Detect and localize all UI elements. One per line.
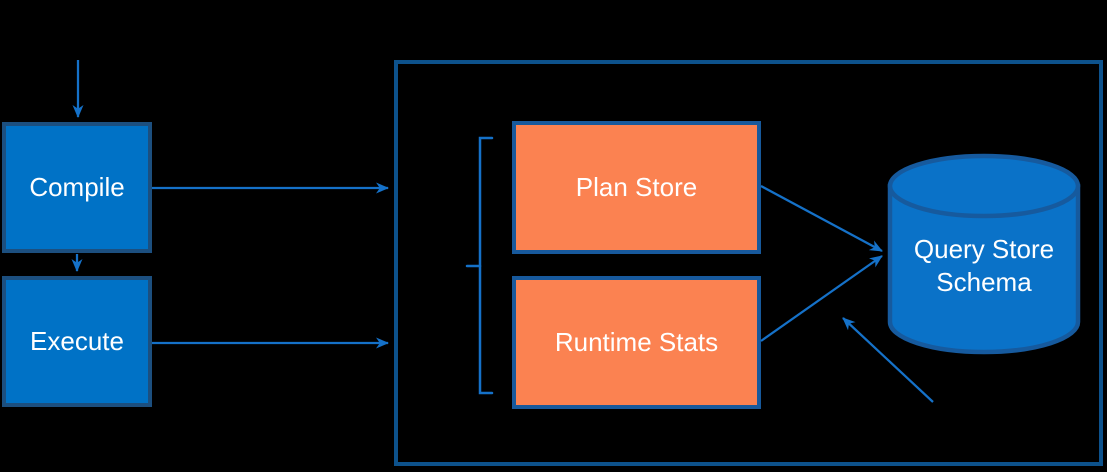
query-store-container-box [394, 60, 1103, 466]
compile-label: Compile [29, 172, 125, 202]
compile-node: Compile [2, 122, 152, 253]
query-store-schema-label: Query Store Schema [913, 234, 1055, 297]
execute-node: Execute [2, 276, 152, 407]
runtime-stats-label: Runtime Stats [554, 327, 719, 357]
plan-store-label: Plan Store [575, 172, 698, 202]
plan-store-node: Plan Store [512, 121, 761, 254]
runtime-stats-node: Runtime Stats [512, 276, 761, 409]
execute-label: Execute [30, 326, 124, 356]
